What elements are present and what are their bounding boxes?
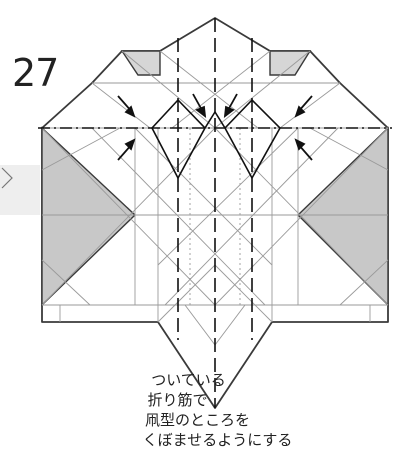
arrow-right-bottom — [294, 138, 313, 161]
right-shaded-triangle — [297, 126, 389, 307]
arrow-left-top — [117, 95, 136, 118]
push-arrows — [117, 93, 313, 161]
top-left-shaded-flap — [120, 50, 161, 76]
step-number: 27 — [12, 51, 59, 95]
caption-line-1: ついている — [151, 371, 226, 389]
arrow-center-right — [223, 93, 238, 118]
caption-line-2: 折り筋で — [147, 391, 208, 409]
fold-lines — [38, 18, 392, 408]
arrow-left-bottom — [117, 138, 136, 161]
instruction-caption: ついている 折り筋で 凧型のところを くぼませるようにする — [0, 370, 395, 450]
caption-line-4: くぼませるようにする — [142, 431, 293, 449]
left-shaded-triangle — [41, 126, 137, 307]
arrow-right-top — [294, 95, 313, 118]
left-edge-mark — [1, 167, 13, 189]
shaded-flaps — [41, 50, 389, 307]
crease-lines — [41, 50, 389, 346]
caption-line-3: 凧型のところを — [144, 411, 250, 429]
top-right-shaded-flap — [269, 50, 312, 76]
arrow-center-left — [192, 93, 207, 118]
